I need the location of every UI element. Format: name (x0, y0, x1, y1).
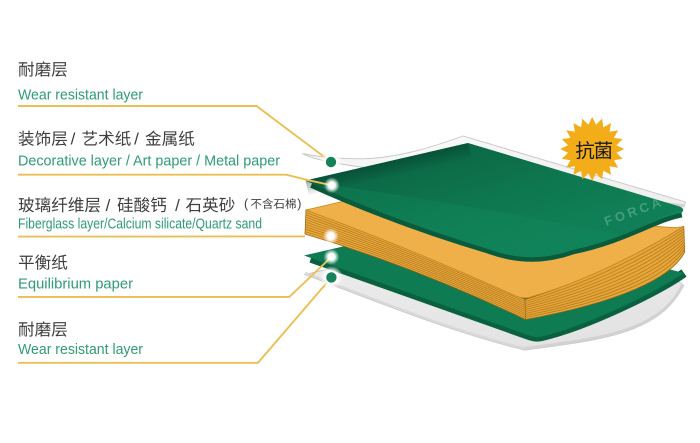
svg-text:/: / (175, 196, 180, 215)
svg-text:Wear resistant layer: Wear resistant layer (18, 341, 143, 358)
svg-text:): ) (297, 197, 301, 211)
svg-text:/: / (71, 130, 76, 149)
svg-text:Decorative layer / Art paper /: Decorative layer / Art paper / Metal pap… (18, 153, 280, 170)
svg-text:Wear resistant layer: Wear resistant layer (18, 87, 143, 104)
svg-text:/: / (134, 130, 139, 149)
svg-text:(: ( (244, 197, 249, 211)
svg-text:/: / (106, 196, 111, 215)
svg-text:Fiberglass layer/Calcium silic: Fiberglass layer/Calcium silicate/Quartz… (18, 216, 262, 233)
svg-text:Equilibrium paper: Equilibrium paper (18, 276, 133, 293)
